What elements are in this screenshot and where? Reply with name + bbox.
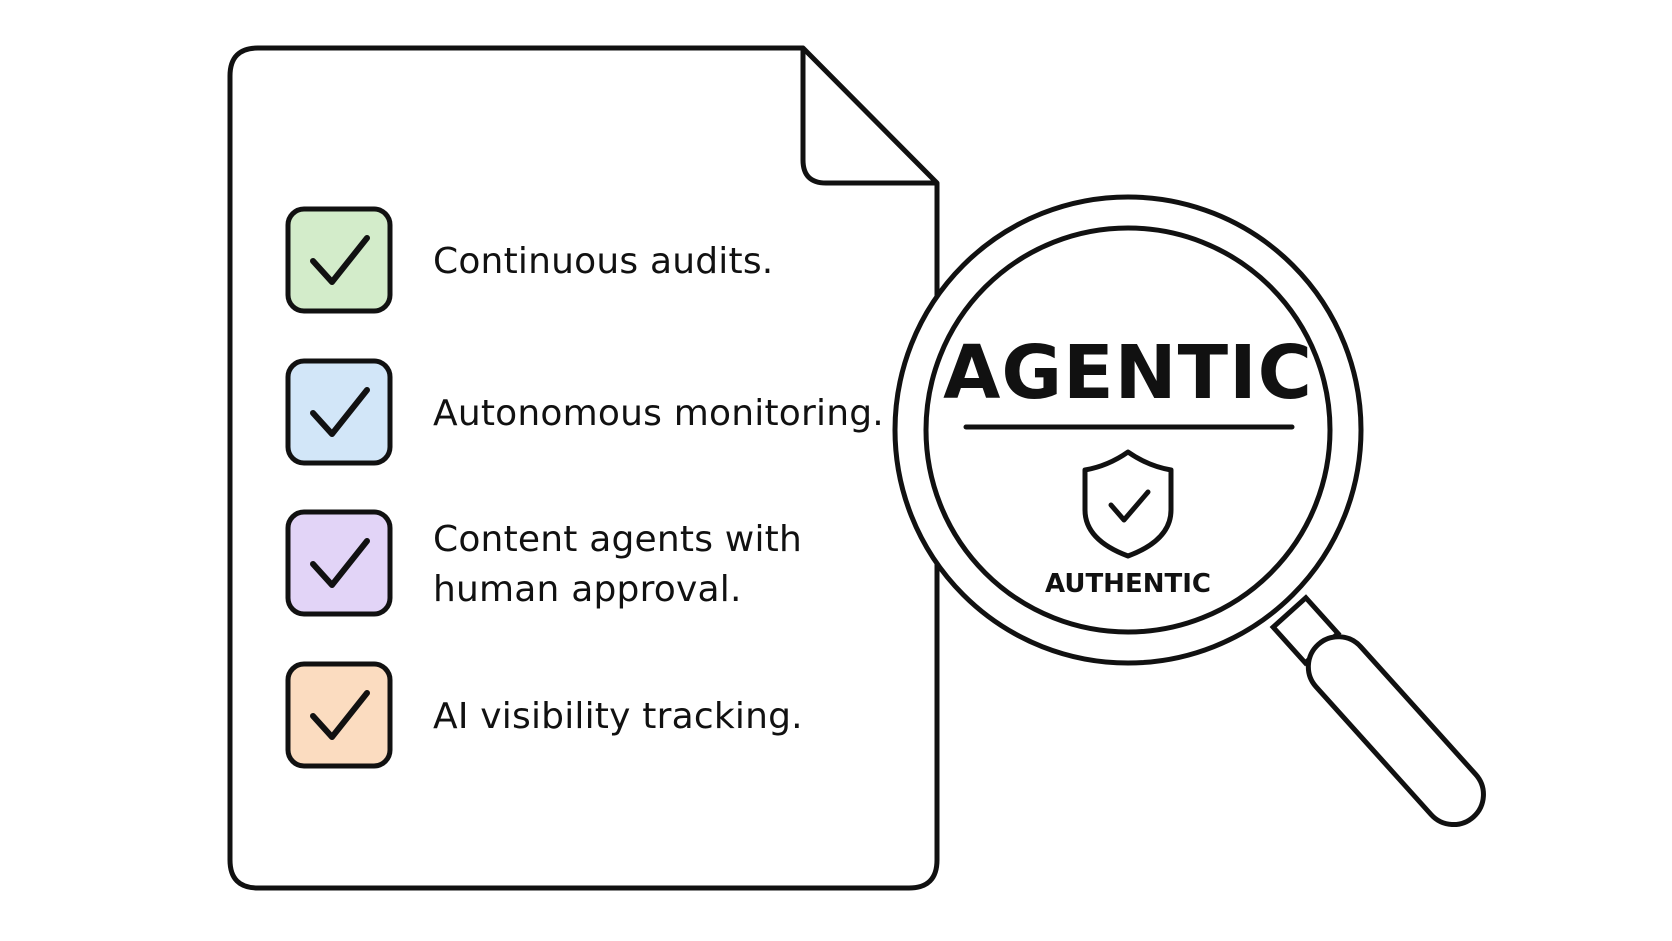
magnifier-handle — [1269, 594, 1486, 828]
shield-check-icon — [1082, 449, 1174, 559]
checkbox[interactable] — [285, 661, 393, 769]
checkbox[interactable] — [285, 358, 393, 466]
document-page — [227, 45, 940, 891]
magnifying-glass-icon: AGENTIC AUTHENTIC — [892, 194, 1486, 828]
checkmark-icon — [310, 235, 370, 285]
checklist-item-label: AI visibility tracking. — [433, 696, 803, 737]
checklist-item-label: human approval. — [433, 569, 742, 610]
document-fold-icon — [800, 48, 937, 186]
checkbox[interactable] — [285, 206, 393, 314]
magnifier-headline: AGENTIC — [943, 330, 1313, 416]
checkmark-icon — [310, 538, 370, 588]
checklist: Continuous audits. Autonomous monitoring.… — [285, 206, 884, 769]
checklist-item-label: Continuous audits. — [433, 241, 773, 282]
checklist-item: Content agents with human approval. — [285, 509, 802, 617]
checklist-item-label: Autonomous monitoring. — [433, 393, 884, 434]
checklist-item: AI visibility tracking. — [285, 661, 803, 769]
checkmark-icon — [310, 387, 370, 437]
document — [227, 45, 940, 891]
badge-label: AUTHENTIC — [1045, 569, 1211, 599]
checkbox[interactable] — [285, 509, 393, 617]
checklist-item: Continuous audits. — [285, 206, 773, 314]
magnifier-lens — [923, 225, 1333, 635]
checklist-item: Autonomous monitoring. — [285, 358, 884, 466]
checkmark-icon — [310, 690, 370, 740]
checklist-item-label: Content agents with — [433, 519, 802, 560]
